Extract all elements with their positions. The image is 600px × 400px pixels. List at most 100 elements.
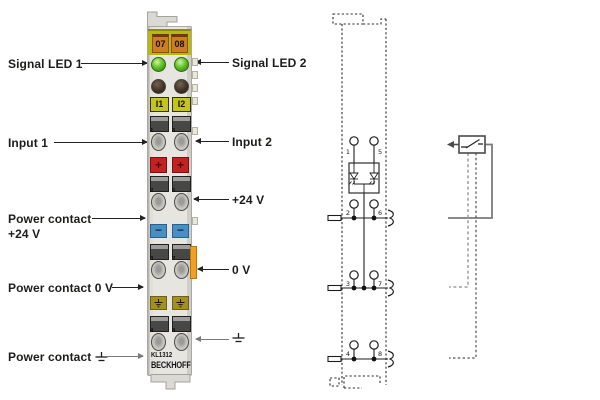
model-number: KL1312 — [151, 352, 173, 359]
earth-ground-icon — [176, 298, 185, 307]
orange-release-tab — [190, 246, 197, 279]
pe-marker — [172, 296, 189, 310]
wire-to-24v — [448, 143, 493, 219]
label-signal-led-2: Signal LED 2 — [232, 56, 307, 70]
earth-ground-icon — [232, 333, 245, 343]
kbus-contact-tab — [192, 84, 198, 92]
plus-24v-marker: + — [150, 157, 167, 173]
arrow-to-signal-led-2 — [195, 58, 229, 66]
terminal-7 — [369, 270, 379, 280]
arrow-to-signal-led-1 — [81, 59, 148, 67]
arrow-to-pe-terminal — [195, 335, 229, 343]
terminal-number-8: 8 — [378, 350, 382, 358]
terminal-5 — [369, 136, 379, 146]
terminal-number-2: 2 — [346, 209, 350, 217]
clamp-release-1 — [150, 116, 169, 132]
clamp-release-5 — [172, 116, 191, 132]
clamp-release-6 — [172, 176, 191, 192]
din-rail-latch — [147, 11, 178, 28]
terminal-circles — [349, 136, 379, 350]
led-indicator-box — [348, 162, 380, 194]
terminal-digit: 2 — [150, 188, 154, 194]
pe-marker — [150, 296, 167, 310]
wire-contact-4 — [150, 333, 166, 351]
channel-label-i1: I1 — [150, 97, 169, 112]
led-off-2 — [173, 78, 189, 94]
arrow-to-plus-24v-terminal — [193, 195, 229, 203]
wire-contact-2 — [150, 193, 166, 211]
wire-contact-8 — [173, 333, 189, 351]
module-header-band: 07 08 — [148, 29, 191, 55]
arrow-to-power-contact-pe — [104, 352, 144, 360]
wire-contact-5 — [173, 133, 189, 151]
signal-led-1 — [150, 56, 166, 72]
terminal-number-5: 5 — [378, 148, 382, 156]
terminal-digit: 1 — [150, 128, 154, 134]
arrow-to-power-contact-24v — [92, 214, 146, 222]
wire-contact-1 — [150, 133, 166, 151]
plus-24v-marker: + — [172, 157, 189, 173]
terminal-numbers: 1 5 2 6 3 7 4 8 — [346, 148, 382, 358]
kbus-contact-tab — [192, 58, 198, 66]
label-text: Input 2 — [232, 135, 273, 149]
label-power-contact-pe: Power contact — [8, 350, 108, 364]
signal-led-2 — [173, 56, 189, 72]
spring-contacts — [387, 209, 394, 368]
arrow-to-input-1 — [54, 138, 148, 146]
label-power-contact-0v: Power contact 0 V — [8, 281, 113, 295]
led-off-1 — [150, 78, 166, 94]
terminal-6 — [369, 199, 379, 209]
terminal-number-4: 4 — [346, 350, 350, 358]
terminal-number-7: 7 — [378, 280, 382, 288]
label-0v: 0 V — [232, 263, 250, 277]
channel-code-07: 07 — [152, 34, 169, 53]
terminal-number-3: 3 — [346, 280, 350, 288]
label-text: Power contact 0 V — [8, 281, 114, 295]
label-power-contact-24v-value: +24 V — [8, 227, 40, 241]
wire-contact-3 — [150, 261, 166, 279]
label-text: Signal LED 1 — [8, 57, 83, 71]
normally-open-contact-symbol — [461, 138, 483, 149]
kbus-contact-tab — [192, 97, 198, 105]
clamp-release-3 — [150, 244, 169, 260]
junction-dots — [351, 215, 377, 362]
terminal-digit: 8 — [172, 328, 176, 334]
terminal-digit: 7 — [172, 256, 176, 262]
label-text: +24 V — [8, 227, 41, 241]
power-contact-blades — [327, 214, 342, 363]
minus-0v-marker: − — [150, 224, 167, 238]
kbus-contact-tab — [192, 217, 198, 225]
terminal-circuit-diagram: 1 5 2 6 3 7 4 8 — [327, 13, 394, 389]
wire-contact-6 — [173, 193, 189, 211]
clamp-release-4 — [150, 316, 169, 332]
label-input-1: Input 1 — [8, 136, 48, 150]
wire-to-pe-dashed — [449, 153, 477, 359]
din-rail-foot — [150, 374, 191, 390]
terminal-1 — [349, 136, 359, 146]
terminal-digit: 6 — [172, 188, 176, 194]
arrow-to-input-2 — [195, 137, 229, 145]
label-text: Power contact — [8, 212, 92, 226]
label-text: Power contact — [8, 350, 92, 364]
wire-contact-7 — [173, 261, 189, 279]
clamp-release-8 — [172, 316, 191, 332]
label-signal-led-1: Signal LED 1 — [8, 57, 83, 71]
channel-code-08: 08 — [171, 34, 188, 53]
terminal-4 — [349, 340, 359, 350]
connector-arrow — [447, 141, 459, 148]
housing-outline — [329, 13, 387, 389]
kbus-contact-tab — [192, 71, 198, 79]
terminal-number-6: 6 — [378, 209, 382, 217]
label-text: 0 V — [232, 263, 251, 277]
arrow-to-power-contact-0v — [112, 283, 144, 291]
label-power-contact-24v: Power contact — [8, 212, 91, 226]
terminal-digit: 4 — [150, 328, 154, 334]
label-text: Input 1 — [8, 136, 49, 150]
switch-contact-box — [458, 135, 486, 154]
channel-label-i2: I2 — [172, 97, 191, 112]
earth-ground-icon — [154, 298, 163, 307]
arrow-to-0v-terminal — [197, 265, 229, 273]
terminal-2 — [349, 199, 359, 209]
external-sensor-circuit — [447, 135, 493, 359]
